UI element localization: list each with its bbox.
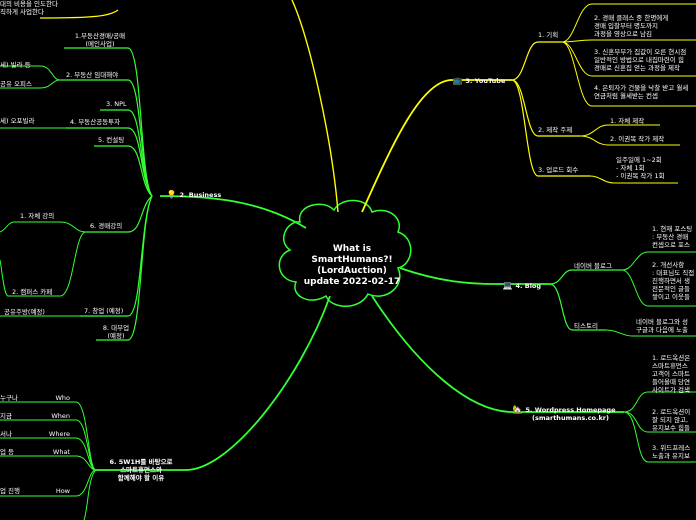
business-topic[interactable]: 💡2. Business xyxy=(162,183,222,200)
youtube-topic-label[interactable]: 2. 제작 주제 xyxy=(538,126,573,134)
w5h1-how[interactable]: How xyxy=(55,487,70,495)
youtube-topic-item-2[interactable]: 2. 이권목 작가 제작 xyxy=(610,135,665,143)
blog-naver[interactable]: 네이버 블로그 xyxy=(574,262,612,270)
blog-tistory[interactable]: 티스토리 xyxy=(574,322,598,330)
business-item-6[interactable]: 6. 경매강의 xyxy=(90,222,123,230)
tv-icon: 📺 xyxy=(452,76,463,85)
branch-wordpress xyxy=(371,295,624,413)
lightbulb-icon: 💡 xyxy=(166,190,177,199)
house-icon: 🏡 xyxy=(512,405,523,414)
business-item-7-sub-1[interactable]: 공유주방(예정) xyxy=(4,308,45,316)
w5h1-who-detail[interactable]: 누구나 xyxy=(0,394,18,402)
business-item-2[interactable]: 2. 부동산 임대해야 xyxy=(66,71,119,79)
center-topic[interactable]: What is SmartHumans?! (LordAuction) upda… xyxy=(303,244,401,287)
youtube-plan-item-4[interactable]: 4. 은퇴자가 건물을 낙찰 받고 월세 연금처럼 월세받는 컨셉 xyxy=(594,84,689,100)
blog-title: 4. Blog xyxy=(515,282,542,290)
w5h1-how-detail[interactable]: 업 진행 xyxy=(0,487,21,495)
w5h1-where-detail[interactable]: 서나 xyxy=(0,430,12,438)
blog-naver-item-2[interactable]: 2. 개선사항 : 대표님도 직접 진행하면서 생 전문적인 글들 쌓이고 이웃… xyxy=(652,261,695,301)
branch-top xyxy=(291,0,339,213)
business-item-1[interactable]: 1.부동산경매/공매 (메인사업) xyxy=(74,32,126,48)
wordpress-title: 5. Wordpress Homepage (smarthumans.co.kr… xyxy=(525,406,616,422)
business-item-2-sub-1[interactable]: 세) 빌라 등 xyxy=(0,61,31,69)
w5h1-when-detail[interactable]: 지금 xyxy=(0,412,12,420)
blog-topic[interactable]: 💻4. Blog xyxy=(498,274,542,291)
center-cloud xyxy=(278,199,412,307)
computer-icon: 💻 xyxy=(502,281,513,290)
w5h1-what-detail[interactable]: 업 등 xyxy=(0,448,15,456)
branch-youtube xyxy=(361,79,512,213)
youtube-plan[interactable]: 1. 기획 xyxy=(538,31,559,39)
blog-tistory-detail[interactable]: 네이버 블로그와 성 구글과 다음에 노출 xyxy=(636,318,688,334)
branch-5w1h xyxy=(96,295,331,471)
youtube-plan-item-3[interactable]: 3. 신혼부부가 집값이 오른 현시점 일반적인 방법으로 내집마련이 힘 경매… xyxy=(594,48,687,72)
youtube-plan-item-2[interactable]: 2. 경매 클래스 중 한명에게 경매 입찰부터 명도까지 과정을 영상으로 남… xyxy=(594,14,669,38)
business-item-5[interactable]: 5. 컨설팅 xyxy=(98,136,125,144)
top-left-note-2: 직하게 사업한다 xyxy=(0,8,44,16)
business-item-4-sub-1[interactable]: 세) 오포빌라 xyxy=(0,117,35,125)
youtube-upload-detail[interactable]: 일주일에 1~2회 - 자체 1회 - 이권목 작가 1회 xyxy=(616,156,665,180)
business-item-8[interactable]: 8. 대부업 (예정) xyxy=(102,324,130,340)
branch-top-left xyxy=(39,9,119,19)
w5h1-topic[interactable]: 6. 5W1H를 바탕으로 스마트휴먼스와 함께해야 할 이유 xyxy=(109,458,173,482)
youtube-upload-label[interactable]: 3. 업로드 회수 xyxy=(538,166,579,174)
branch-blog xyxy=(399,267,550,285)
branch-business xyxy=(159,195,307,229)
business-item-3[interactable]: 3. NPL xyxy=(106,100,127,108)
wordpress-item-1[interactable]: 1. 로드옥션은 스마트휴먼스 고객이 스마트 들어올때 당연 사이트가 검색 xyxy=(652,354,691,394)
youtube-topic[interactable]: 📺3. YouTube xyxy=(448,69,506,86)
business-item-4[interactable]: 4. 부동산공동투자 xyxy=(70,118,121,126)
business-item-2-sub-2[interactable]: 공유 오피스 xyxy=(0,80,32,88)
business-item-7[interactable]: 7. 창업 (예정) xyxy=(84,307,124,315)
youtube-topic-item-1[interactable]: 1. 자체 제작 xyxy=(610,117,645,125)
w5h1-what[interactable]: What xyxy=(52,448,70,456)
w5h1-who[interactable]: Who xyxy=(55,394,70,402)
top-left-note-1: 대의 비용을 인도한다 xyxy=(0,0,58,8)
wordpress-item-2[interactable]: 2. 로드옥션이 잘 되지 않고, 유지보수 힘들 xyxy=(652,408,691,432)
w5h1-when[interactable]: When xyxy=(51,412,70,420)
wordpress-topic[interactable]: 🏡5. Wordpress Homepage (smarthumans.co.k… xyxy=(508,398,616,423)
w5h1-where[interactable]: Where xyxy=(48,430,70,438)
business-item-6-sub-1[interactable]: 1. 자체 강의 xyxy=(20,212,55,220)
business-item-6-sub-2[interactable]: 2. 캠퍼스 카페 xyxy=(12,288,53,296)
blog-naver-item-1[interactable]: 1. 현재 포스팅 : 부동산 경매 컨셉으로 포스 xyxy=(652,225,693,249)
wordpress-item-3[interactable]: 3. 위드프레스 노출과 유지보 xyxy=(652,444,691,460)
youtube-title: 3. YouTube xyxy=(465,77,506,85)
business-title: 2. Business xyxy=(179,191,222,199)
